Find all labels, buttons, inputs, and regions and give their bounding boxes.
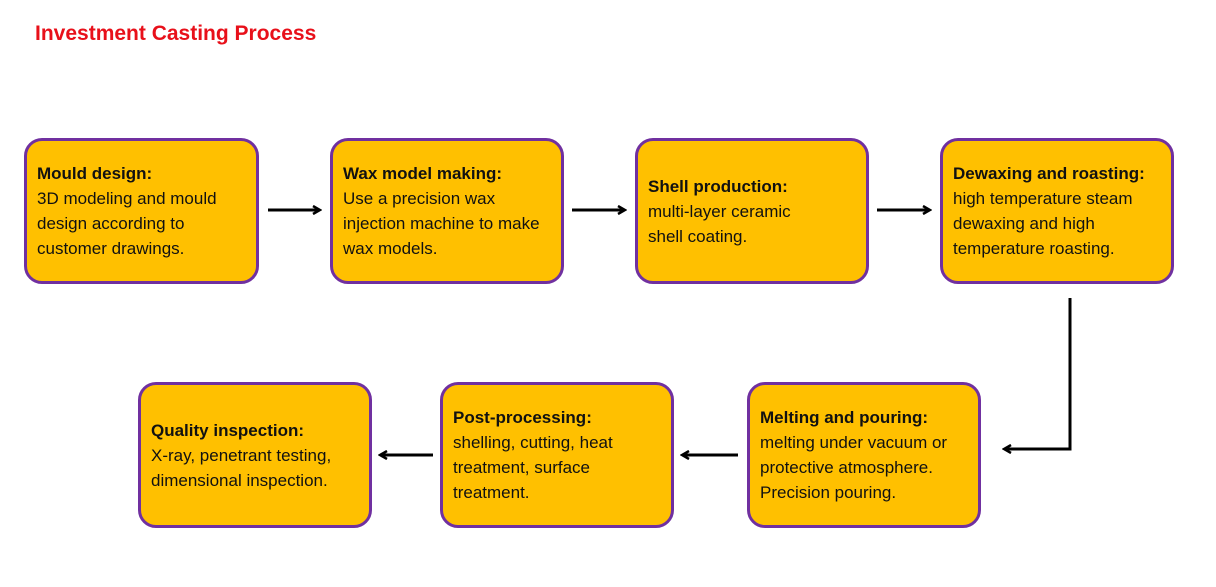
step-text: melting under vacuum or protective atmos… xyxy=(760,433,948,502)
step-heading: Dewaxing and roasting: xyxy=(953,164,1145,183)
step-text: high temperature steam dewaxing and high… xyxy=(953,189,1133,258)
step-quality-inspection: Quality inspection: X-ray, penetrant tes… xyxy=(138,382,372,528)
step-heading: Shell production: xyxy=(648,176,788,196)
step-heading: Melting and pouring: xyxy=(760,408,929,427)
diagram-title: Investment Casting Process xyxy=(35,22,317,45)
step-melting-pouring: Melting and pouring: melting under vacuu… xyxy=(747,382,981,528)
step-post-processing: Post-processing: shelling, cutting, heat… xyxy=(440,382,674,528)
step-text: Use a precision wax injection machine to… xyxy=(343,189,540,258)
step-shell-production: Shell production: multi-layer ceramic sh… xyxy=(635,138,869,284)
step-text: X-ray, penetrant testing, dimensional in… xyxy=(151,445,332,490)
step-dewaxing-roasting: Dewaxing and roasting: high temperature … xyxy=(940,138,1174,284)
step-text: 3D modeling and mould design according t… xyxy=(37,189,217,258)
step-mould-design: Mould design: 3D modeling and mould desi… xyxy=(24,138,259,284)
step-heading: Wax model making: xyxy=(343,164,503,183)
step-wax-model-making: Wax model making: Use a precision wax in… xyxy=(330,138,564,284)
step-heading: Quality inspection: xyxy=(151,420,305,440)
step-heading: Mould design: xyxy=(37,164,153,183)
step-text: shelling, cutting, heat treatment, surfa… xyxy=(453,433,613,502)
arrow-4-to-5 xyxy=(1004,298,1072,449)
step-heading: Post-processing: xyxy=(453,408,592,427)
step-text: multi-layer ceramic shell coating. xyxy=(648,201,791,246)
